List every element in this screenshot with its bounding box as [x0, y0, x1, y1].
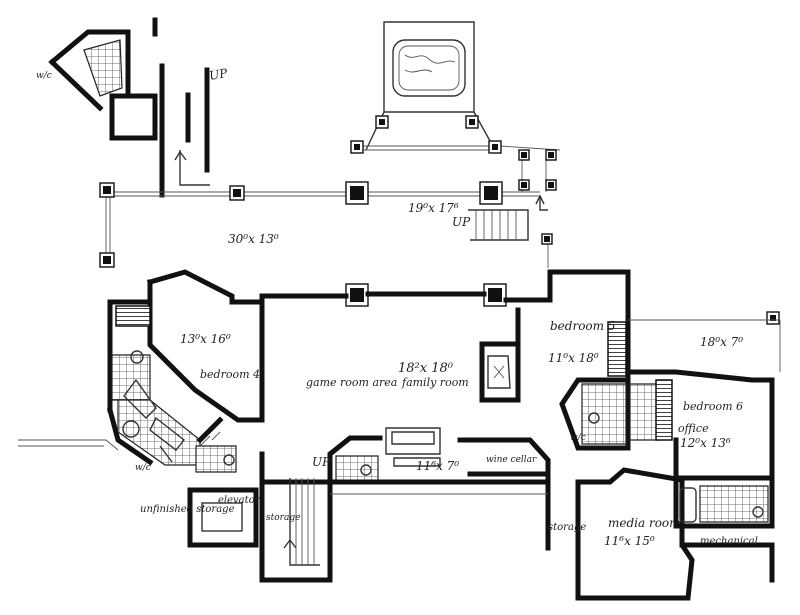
bedroom-5: bedroom 5 11⁰x 18⁰ [548, 319, 631, 451]
elevator-label: elevator [218, 495, 261, 506]
wine-cellar-label: wine cellar [486, 455, 537, 465]
bedroom-6: 18⁰x 7⁰ bedroom 6 office 12⁰x 13⁶ [625, 319, 781, 481]
wc-label-bed4: w/c [135, 463, 151, 473]
main-walls [106, 269, 631, 473]
bedroom-6-outdoor-dims: 18⁰x 7⁰ [700, 335, 743, 349]
deck-dims: 30⁰x 13⁰ [228, 232, 279, 246]
bedroom-6-label: bedroom 6 [683, 400, 743, 413]
patio-stair: UP [452, 194, 548, 241]
office-label: office [678, 422, 709, 435]
unfinished-storage-label: unfinished storage [140, 504, 235, 515]
media-room-label: media room [608, 516, 681, 530]
lower-stair-elevator: UP elevator storage unfinished storage [140, 455, 333, 583]
deck-outline [105, 145, 561, 268]
patio-dims: 19⁰x 17⁶ [408, 201, 459, 215]
site-line-left [18, 439, 119, 451]
media-room: media room 11⁶x 15⁰ storage [545, 467, 695, 601]
storage-label-2: storage [548, 522, 586, 533]
bar-wine-area: 11⁶x 7⁰ wine cellar [327, 427, 551, 485]
bar-dims: 11⁶x 7⁰ [416, 459, 459, 473]
storage-label-1: storage [266, 513, 300, 523]
bedroom-4-label: bedroom 4 [200, 368, 260, 381]
bath-5-6: w/c [570, 379, 673, 445]
bedroom-4: 13⁰x 16⁰ bedroom 4 w/c [111, 305, 260, 473]
bedroom-5-dims: 11⁰x 18⁰ [548, 351, 599, 365]
media-room-dims: 11⁶x 15⁰ [604, 534, 655, 548]
bedroom-6-dims: 12⁰x 13⁶ [680, 436, 731, 450]
game-room-label: game room area [306, 376, 397, 389]
wc-label-top: w/c [36, 71, 52, 81]
bedroom-5-label: bedroom 5 [550, 319, 615, 333]
bedroom-4-dims: 13⁰x 16⁰ [180, 332, 231, 346]
mechanical-area: mechanical [673, 475, 775, 583]
up-label-1: UP [208, 66, 229, 83]
hot-tub [365, 21, 496, 151]
family-game-room: game room area 18²x 18⁰ family room [306, 307, 521, 403]
mechanical-label: mechanical [700, 536, 758, 547]
wc-label-bed5: w/c [570, 433, 586, 443]
deck-posts [99, 115, 780, 325]
up-label-2: UP [452, 215, 471, 229]
family-room-label: family room [401, 376, 469, 389]
upper-left-stair-tower: w/c UP [36, 17, 229, 198]
family-room-dims: 18²x 18⁰ [398, 361, 454, 376]
up-label-3: UP [312, 455, 331, 469]
